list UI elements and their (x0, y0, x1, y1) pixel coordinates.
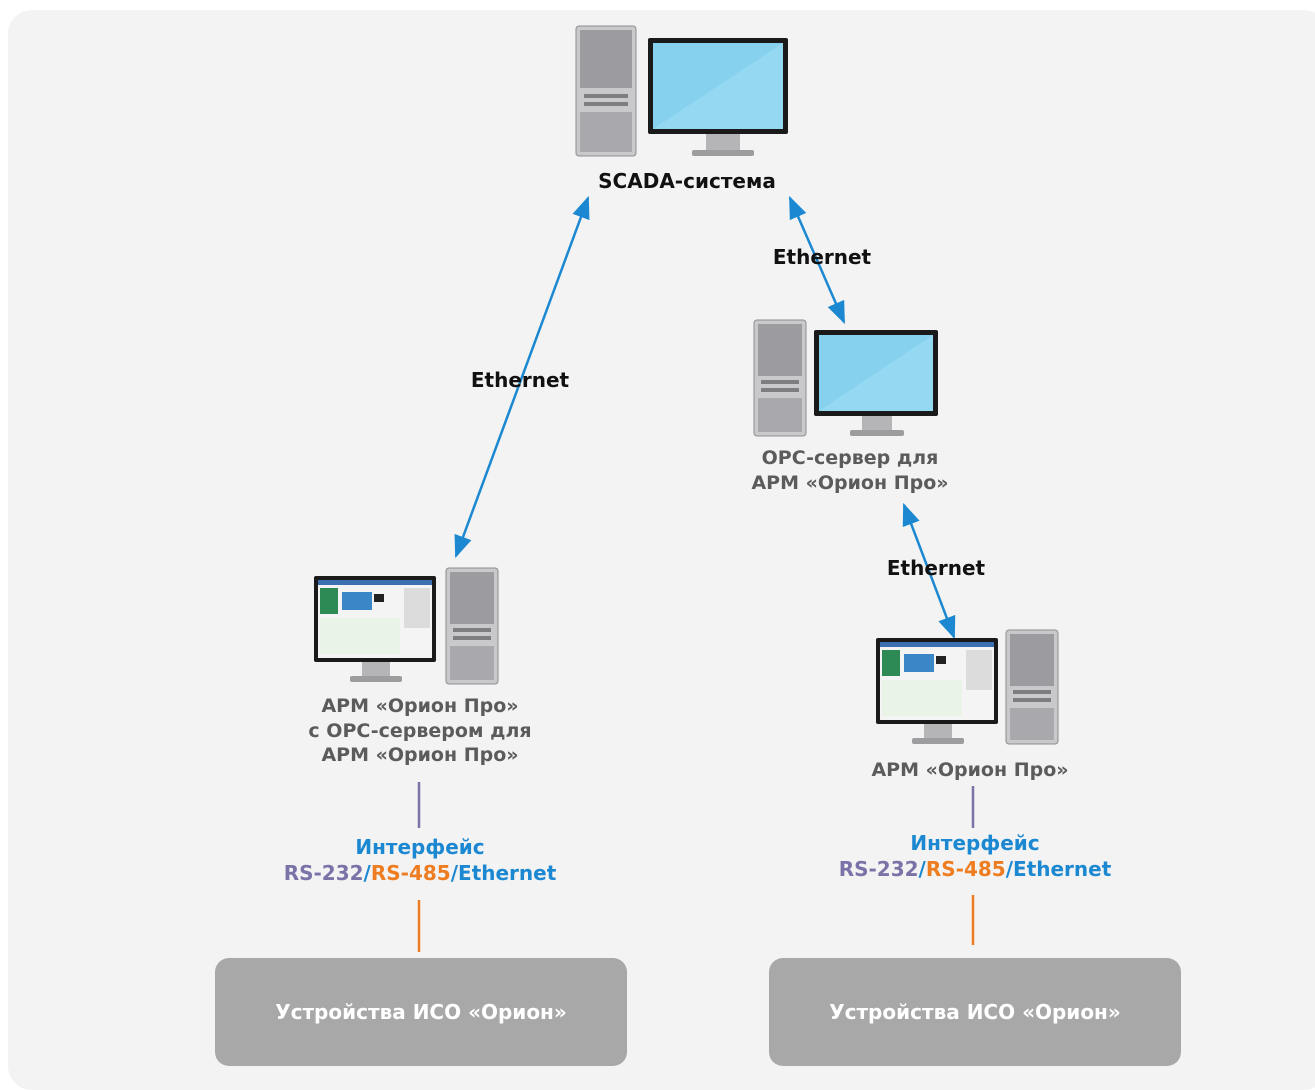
devices-label-left: Устройства ИСО «Орион» (275, 1000, 567, 1024)
ethernet-label-left: Ethernet (470, 368, 570, 392)
interface-protocols-left: RS-232/RS-485/Ethernet (260, 860, 580, 886)
devices-box-left: Устройства ИСО «Орион» (215, 958, 627, 1066)
interface-title-right: Интерфейс (910, 831, 1040, 855)
arm-opc-label-line2: с OPC-сервером для (308, 719, 532, 742)
interface-title-left: Интерфейс (355, 835, 485, 859)
opc-server-label-line1: OPC-сервер для (761, 447, 939, 469)
separator: / (363, 861, 371, 885)
separator: / (1005, 857, 1014, 881)
separator: / (450, 861, 459, 885)
arm-computer-icon (876, 629, 1059, 745)
interface-label-right: Интерфейс RS-232/RS-485/Ethernet (815, 830, 1135, 882)
opc-server-label-line2: АРМ «Орион Про» (751, 471, 949, 494)
rs485-text: RS-485 (370, 861, 451, 885)
arm-label: АРМ «Орион Про» (871, 759, 1069, 781)
interface-protocols-right: RS-232/RS-485/Ethernet (815, 856, 1135, 882)
devices-label-right: Устройства ИСО «Орион» (829, 1000, 1121, 1024)
interface-label-left: Интерфейс RS-232/RS-485/Ethernet (260, 834, 580, 886)
opc-server-label: OPC-сервер для АРМ «Орион Про» (705, 446, 995, 495)
rs485-text: RS-485 (925, 857, 1006, 881)
scada-computer-icon (575, 25, 788, 157)
arm-opc-label-line3: АРМ «Орион Про» (321, 744, 519, 767)
ethernet-text: Ethernet (458, 861, 557, 885)
scada-label: SCADA-система (598, 169, 776, 193)
ethernet-link-opc-server-arm (902, 502, 956, 640)
diagram-background (8, 10, 1315, 1090)
arm-opc-label: АРМ «Орион Про» с OPC-сервером для АРМ «… (270, 694, 570, 768)
arm-opc-label-line1: АРМ «Орион Про» (321, 695, 519, 717)
rs232-text: RS-232 (838, 857, 919, 881)
ethernet-link-scada-opc-server (788, 195, 846, 325)
devices-box-right: Устройства ИСО «Орион» (769, 958, 1181, 1066)
separator: / (918, 857, 926, 881)
rs232-text: RS-232 (283, 861, 364, 885)
ethernet-text: Ethernet (1013, 857, 1112, 881)
ethernet-link-scada-arm-opc (454, 195, 590, 559)
opc-server-computer-icon (753, 319, 938, 437)
ethernet-label-scada-opc: Ethernet (772, 245, 872, 269)
ethernet-label-opc-arm: Ethernet (886, 556, 986, 580)
arm-opc-computer-icon (314, 567, 499, 685)
